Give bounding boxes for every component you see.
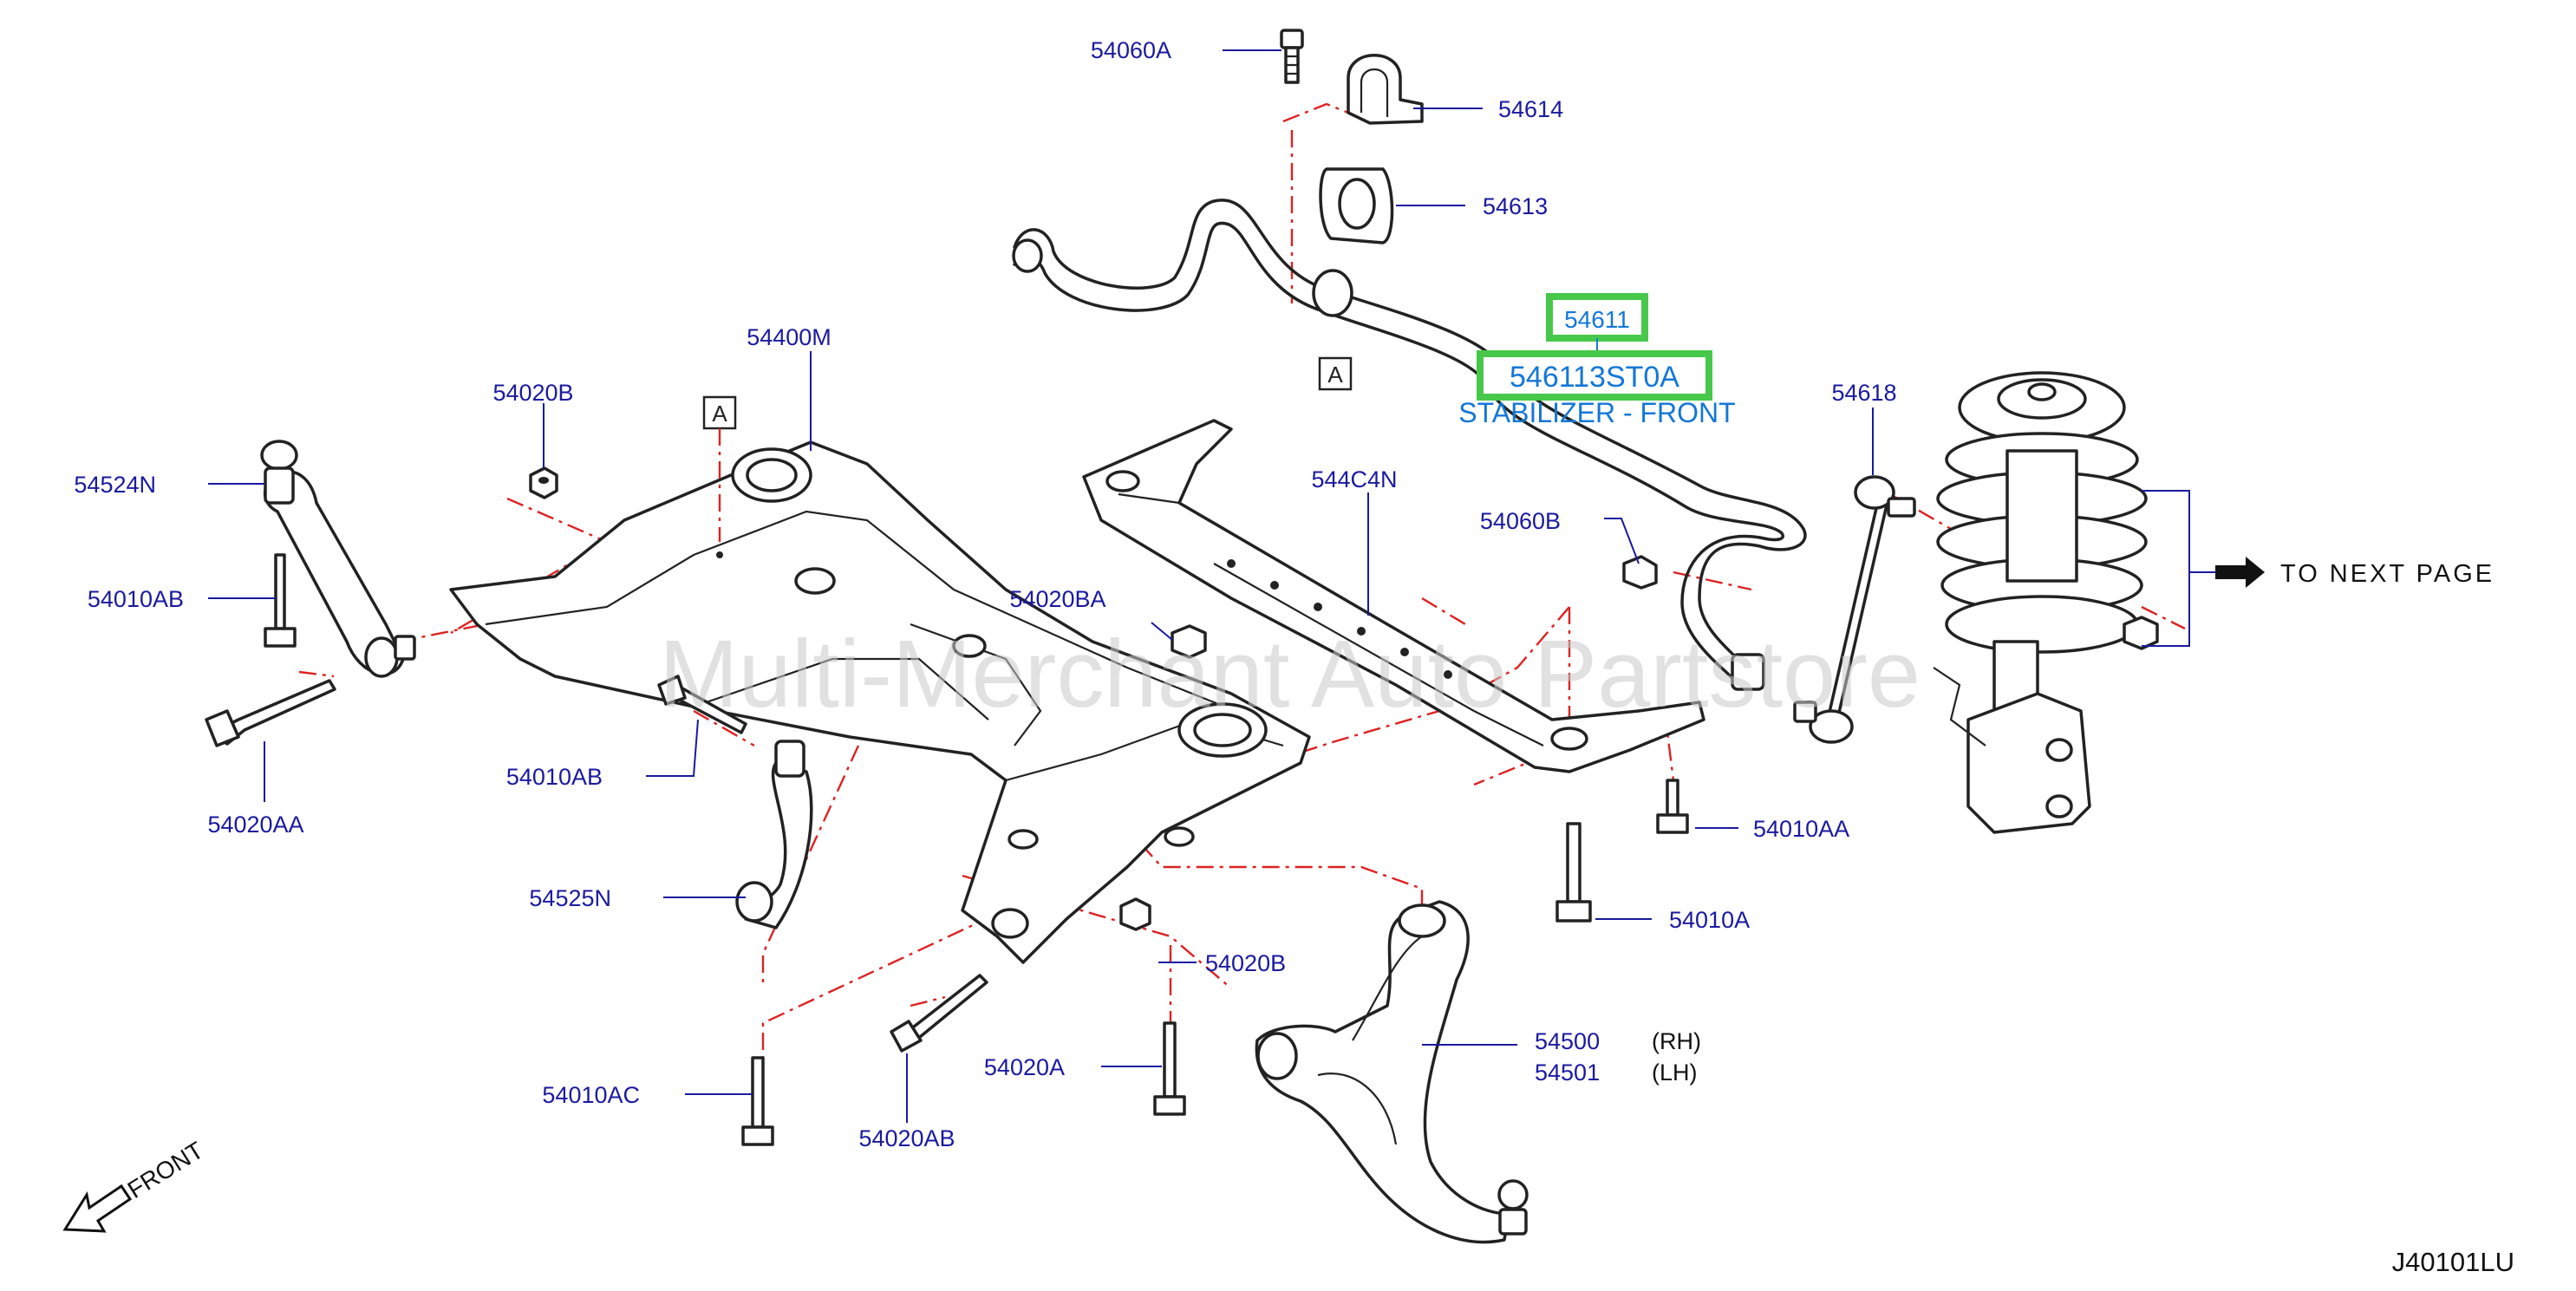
label-54500: 54500 <box>1535 1028 1600 1054</box>
crossmember[interactable] <box>449 440 1311 964</box>
callout-a-stabilizer: A <box>1318 356 1353 391</box>
svg-text:TO NEXT PAGE: TO NEXT PAGE <box>2280 560 2494 588</box>
label-54618: 54618 <box>1831 380 1896 406</box>
label-54010AB-left: 54010AB <box>88 586 184 612</box>
stabilizer-link-rod[interactable] <box>1793 475 1916 744</box>
label-54501: 54501 <box>1535 1060 1600 1086</box>
label-54010AA: 54010AA <box>1753 816 1849 842</box>
stabilizer-bracket[interactable] <box>1347 54 1424 125</box>
label-54010AB-mid: 54010AB <box>506 764 603 790</box>
bolt-54010AC[interactable] <box>741 1056 774 1146</box>
label-rh: (RH) <box>1652 1028 1701 1054</box>
link-54524N[interactable] <box>260 440 416 678</box>
stabilizer-bushing[interactable] <box>1319 167 1394 245</box>
next-page-link[interactable]: TO NEXT PAGE <box>2215 557 2494 588</box>
label-544C4N: 544C4N <box>1311 466 1397 492</box>
svg-text:A: A <box>712 401 727 427</box>
front-indicator: FRONT <box>62 1137 208 1233</box>
highlight-part-number[interactable]: 54611 <box>1546 293 1648 357</box>
label-54010A: 54010A <box>1669 907 1750 933</box>
svg-text:FRONT: FRONT <box>123 1137 208 1203</box>
nut-54020B-top[interactable] <box>529 466 558 499</box>
bolt-54010AA[interactable] <box>1656 779 1689 834</box>
nut-54020BA[interactable] <box>1171 624 1207 659</box>
svg-text:546113ST0A: 546113ST0A <box>1510 361 1679 394</box>
bolt-54020A[interactable] <box>1153 1021 1186 1116</box>
watermark: Multi-Merchant Auto Partstore <box>659 621 1921 727</box>
strut-nut <box>2123 616 2159 650</box>
stabilizer-description: STABILIZER - FRONT <box>1458 397 1735 428</box>
callout-a-crossmember: A <box>702 395 737 542</box>
nut-54060B[interactable] <box>1622 555 1658 590</box>
label-54060B: 54060B <box>1480 508 1561 534</box>
svg-text:A: A <box>1327 362 1343 388</box>
bolt-54010A[interactable] <box>1555 822 1592 923</box>
link-54525N[interactable] <box>735 740 813 929</box>
lower-control-arm[interactable] <box>1255 900 1529 1244</box>
front-member[interactable] <box>1082 419 1705 773</box>
bolt-54020AB[interactable] <box>890 974 988 1053</box>
svg-text:54611: 54611 <box>1564 306 1630 333</box>
label-54614: 54614 <box>1498 96 1563 122</box>
stabilizer-bar[interactable] <box>1012 199 1807 691</box>
label-54020AA: 54020AA <box>207 812 303 838</box>
label-54020AB: 54020AB <box>858 1125 955 1151</box>
front-member-holes <box>1227 559 1452 679</box>
diagram-code: J40101LU <box>2392 1247 2514 1277</box>
label-54020B-top: 54020B <box>492 380 573 406</box>
label-54400M: 54400M <box>747 324 831 350</box>
bolt-54010AB-mid[interactable] <box>657 675 747 734</box>
arrow-right-icon <box>2215 557 2265 588</box>
highlight-sku[interactable]: 546113ST0A <box>1477 350 1712 401</box>
strut-assembly[interactable] <box>1933 371 2148 834</box>
label-54525N: 54525N <box>529 885 611 911</box>
label-54613: 54613 <box>1483 193 1548 219</box>
nut-54020B-bottom[interactable] <box>1119 897 1151 931</box>
bolt-54020AA[interactable] <box>205 679 336 747</box>
bolt-54010AB-left[interactable] <box>264 553 297 648</box>
label-leaders <box>208 49 2228 1123</box>
part-labels: 54060A 54614 54613 54400M 54020B 54524N … <box>74 37 1896 1151</box>
front-arrow-icon <box>62 1183 133 1233</box>
label-54020BA: 54020BA <box>1009 586 1105 612</box>
bolt-54060A[interactable] <box>1280 29 1304 84</box>
label-54524N: 54524N <box>74 472 156 498</box>
label-54060A: 54060A <box>1091 37 1171 63</box>
label-54020A: 54020A <box>984 1054 1065 1080</box>
label-54010AC: 54010AC <box>542 1082 640 1108</box>
label-54020B-bottom: 54020B <box>1205 950 1286 976</box>
label-lh: (LH) <box>1652 1060 1698 1086</box>
